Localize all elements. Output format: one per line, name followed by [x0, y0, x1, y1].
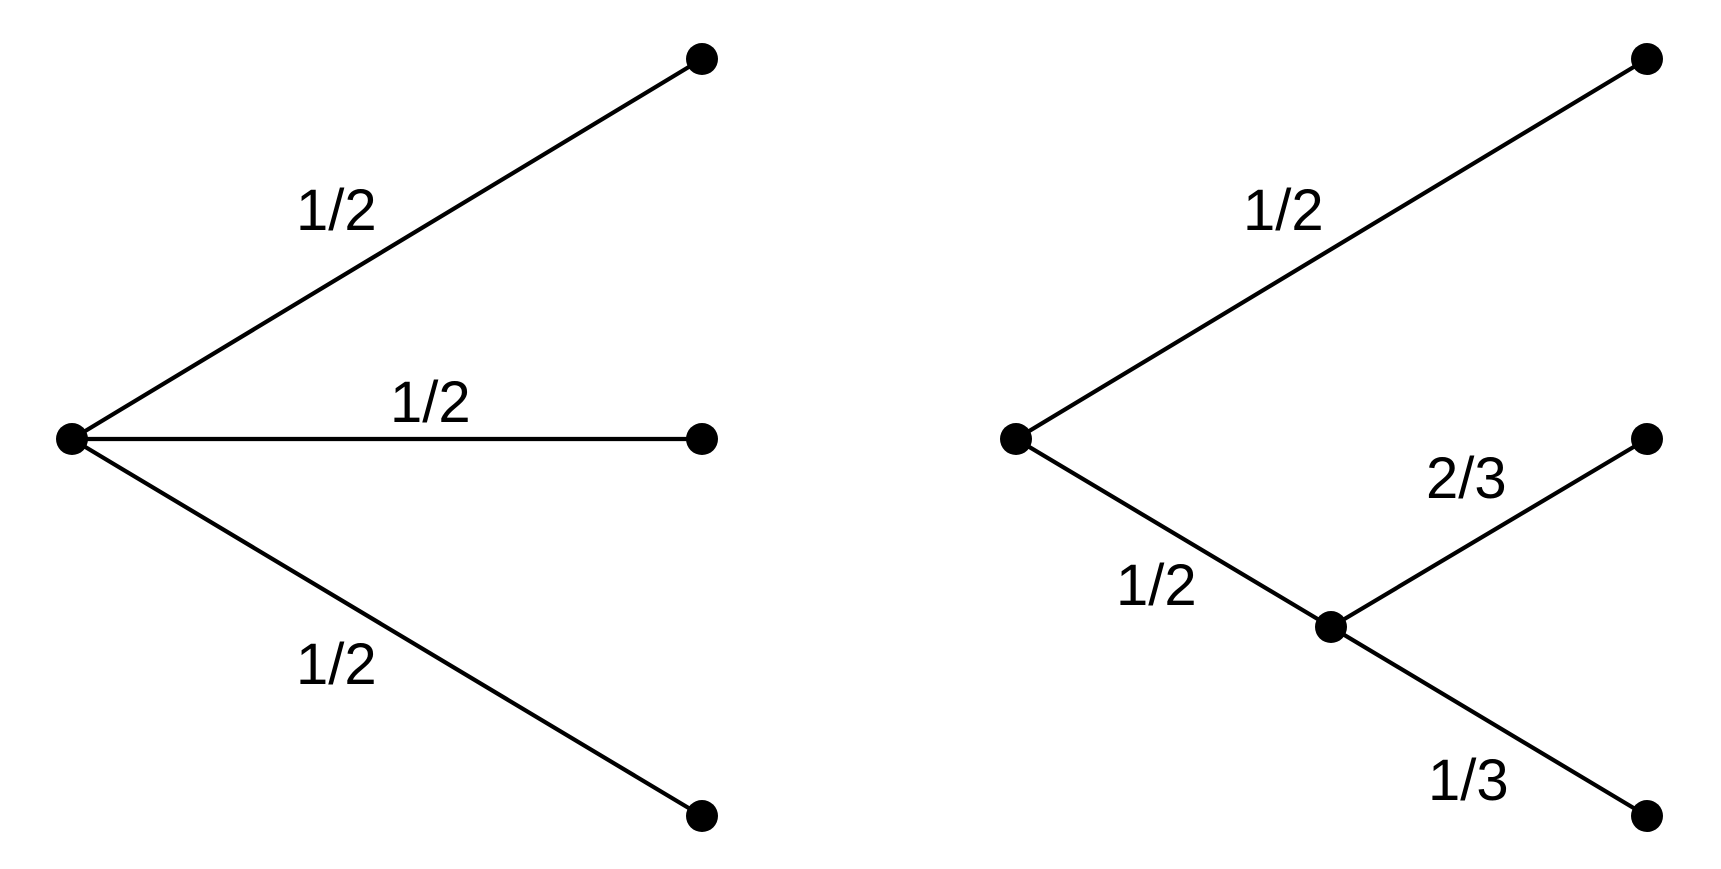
right-leaf-node-bottom — [1631, 800, 1663, 832]
left-edge-top-label: 1/2 — [296, 178, 377, 243]
right-edge-top-label: 1/2 — [1243, 178, 1324, 243]
right-tree: 1/2 1/2 2/3 1/3 — [1000, 43, 1663, 832]
right-edge-upper-branch-label: 2/3 — [1426, 446, 1507, 511]
left-edge-top — [69, 56, 705, 442]
right-edge-top — [1013, 56, 1650, 442]
right-root-node — [1000, 423, 1032, 455]
right-edge-upper-branch — [1328, 436, 1650, 630]
left-edge-bottom-label: 1/2 — [296, 632, 377, 697]
right-edge-lower-label: 1/2 — [1116, 553, 1197, 618]
right-intermediate-node — [1315, 611, 1347, 643]
right-edge-lower-branch-label: 1/3 — [1428, 748, 1509, 813]
left-edge-middle-label: 1/2 — [390, 370, 471, 435]
left-leaf-node-top — [686, 43, 718, 75]
right-leaf-node-top — [1631, 43, 1663, 75]
left-leaf-node-middle — [686, 423, 718, 455]
left-leaf-node-bottom — [686, 800, 718, 832]
left-tree: 1/2 1/2 1/2 — [56, 43, 718, 832]
left-root-node — [56, 423, 88, 455]
right-edge-lower — [1013, 436, 1334, 630]
right-leaf-node-middle — [1631, 423, 1663, 455]
right-edge-lower-branch — [1328, 624, 1650, 819]
left-edge-bottom — [69, 436, 705, 819]
